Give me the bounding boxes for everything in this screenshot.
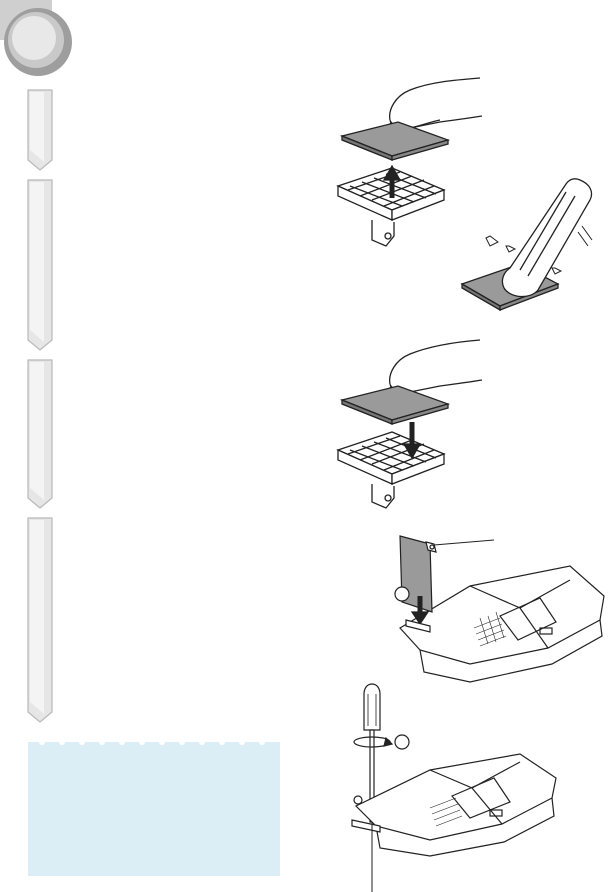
gray-circle-badge-icon (0, 0, 72, 76)
step-tab-1 (27, 89, 53, 171)
screwdriver-rotate-icon (351, 683, 557, 892)
hand-filter-up-arrow-icon (336, 77, 483, 247)
note-box (28, 739, 280, 876)
cover-insert-arrow-icon (394, 535, 605, 683)
step-tab-3 (27, 359, 53, 509)
vacuum-nozzle-icon (460, 178, 593, 312)
step-tab-2 (27, 179, 53, 351)
hand-filter-down-arrow-icon (336, 339, 483, 509)
note-text (40, 770, 268, 860)
step-tab-4 (27, 517, 53, 723)
